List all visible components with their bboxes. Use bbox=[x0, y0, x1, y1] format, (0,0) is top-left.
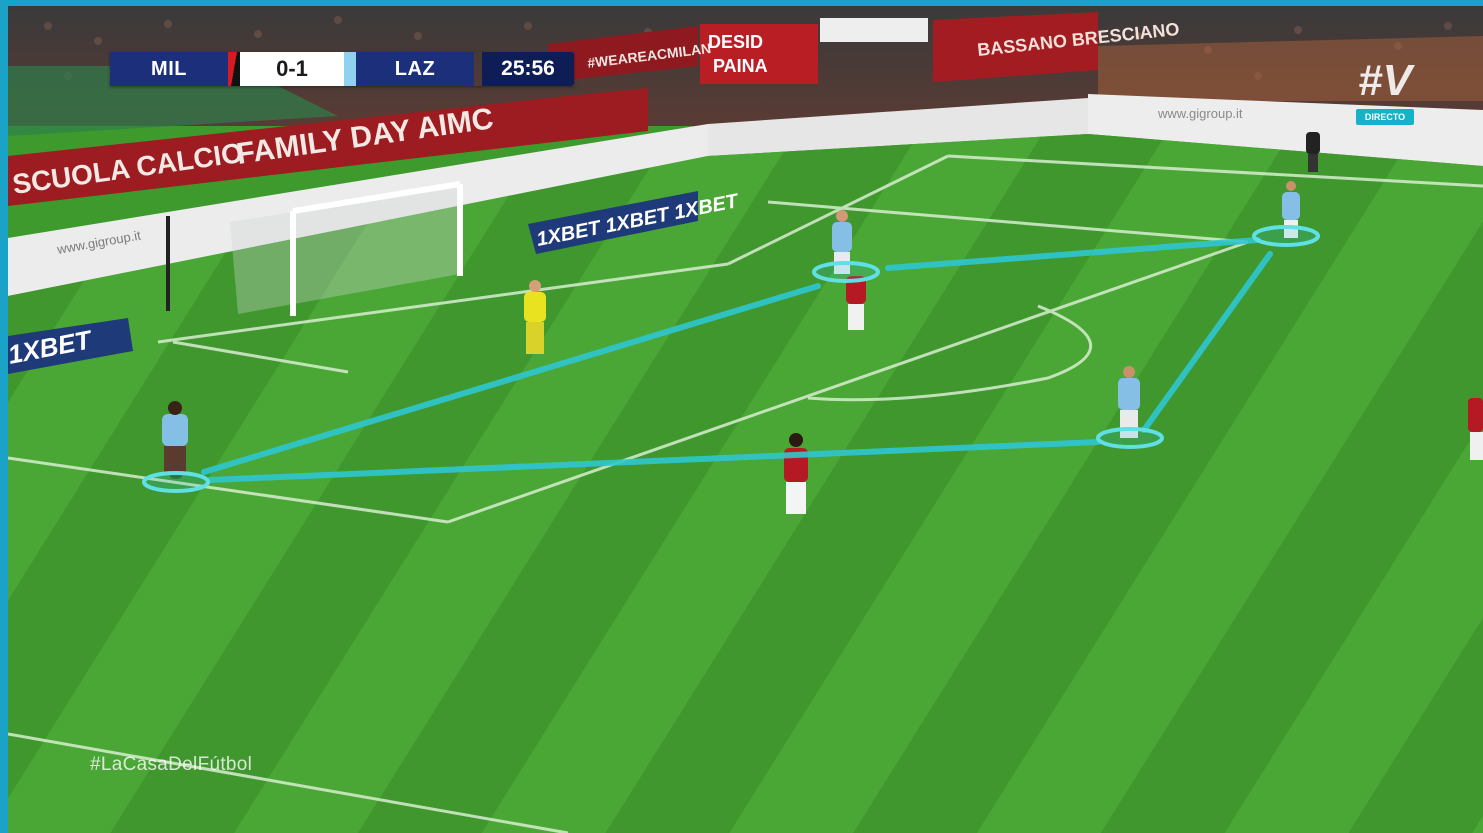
pitch-markings bbox=[8, 154, 1483, 833]
match-clock: 25:56 bbox=[482, 52, 574, 86]
pitch bbox=[8, 134, 1483, 833]
channel-logo: #V bbox=[1358, 56, 1412, 105]
referee bbox=[1306, 132, 1320, 172]
away-team: LAZ bbox=[356, 52, 474, 86]
board-gigroup-right-text: www.gigroup.it bbox=[1157, 106, 1243, 121]
player-milan-edge bbox=[1468, 398, 1483, 460]
player-highlight-rings bbox=[142, 225, 1320, 493]
away-team-color bbox=[344, 52, 356, 86]
ring-left bbox=[142, 471, 210, 493]
orange-seats bbox=[1098, 36, 1483, 101]
player-milan-mid bbox=[846, 276, 866, 330]
broadcast-watermark: #LaCasaDelFútbol bbox=[90, 754, 253, 775]
pitch-ad-1xbet-left bbox=[8, 318, 133, 374]
ring-mid bbox=[812, 261, 880, 283]
ad-board-center bbox=[708, 98, 1088, 156]
pitch-ad-1xbet-center bbox=[528, 191, 698, 254]
banner-family-day bbox=[8, 88, 648, 206]
score: 0-1 bbox=[240, 52, 344, 86]
banner-bassano bbox=[933, 12, 1098, 82]
player-keeper bbox=[524, 280, 546, 354]
banner-desid-text: DESID bbox=[708, 32, 763, 52]
banner-white bbox=[820, 18, 928, 42]
scoreboard: MIL 0-1 LAZ 25:56 bbox=[110, 52, 574, 86]
ring-right bbox=[1096, 427, 1164, 449]
tactical-overlay bbox=[201, 237, 1273, 483]
live-badge: DIRECTO bbox=[1356, 109, 1414, 125]
ring-right-top bbox=[1252, 225, 1320, 247]
pitch-scene: SCUOLA CALCIO FAMILY DAY AIMC #WEAREACMI… bbox=[8, 6, 1483, 833]
crowd-texture bbox=[44, 16, 1452, 80]
home-team-color bbox=[228, 52, 240, 86]
banner-paina-text: PAINA bbox=[713, 56, 768, 76]
goal bbox=[166, 181, 463, 316]
home-team: MIL bbox=[110, 52, 228, 86]
player-lazio-left bbox=[162, 401, 188, 479]
ad-board-left bbox=[8, 124, 708, 296]
video-frame: SCUOLA CALCIO FAMILY DAY AIMC #WEAREACMI… bbox=[8, 6, 1483, 833]
banner-hashtag bbox=[548, 26, 698, 82]
banner-desid bbox=[700, 24, 818, 84]
